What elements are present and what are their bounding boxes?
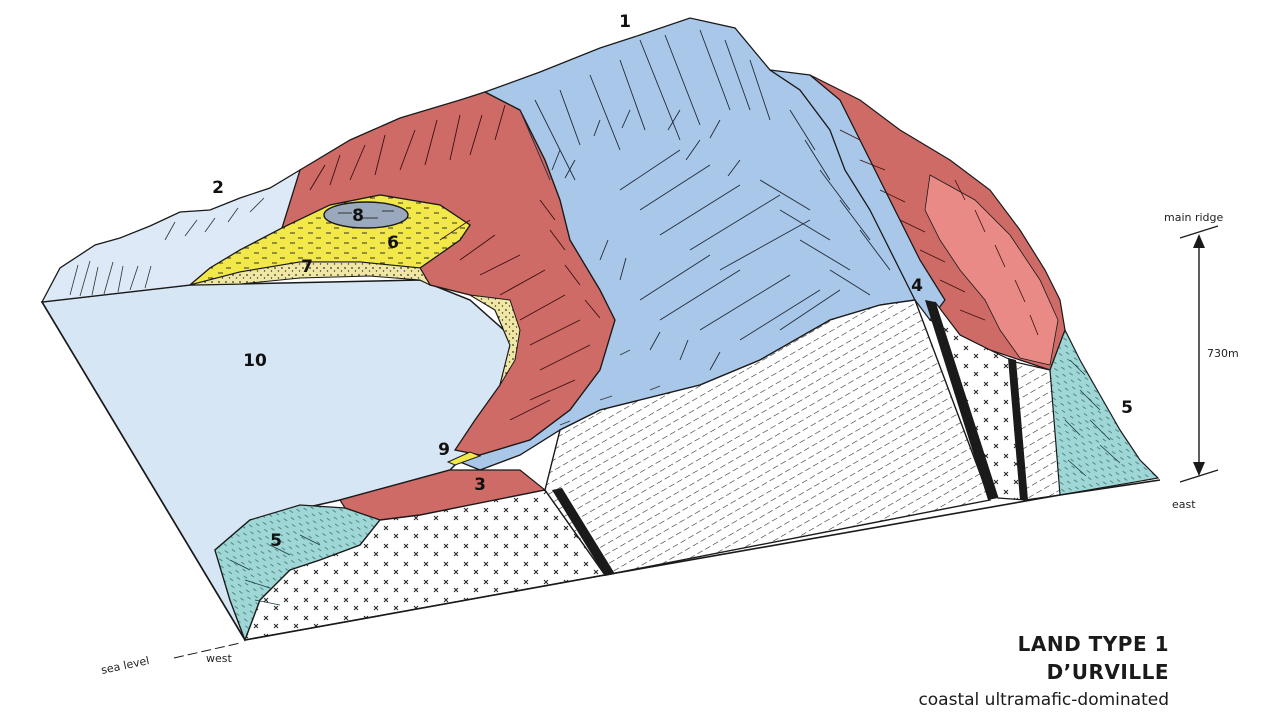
zone-label-4: 4 [911,276,923,296]
zone-label-7: 7 [301,257,313,277]
scale-height-label: 730m [1207,347,1239,360]
west-label: west [206,652,232,665]
zone-label-5-east: 5 [1121,398,1133,418]
zone-label-2: 2 [212,178,224,198]
title-line-2: D’URVILLE [1047,660,1169,684]
scale-east-label: east [1172,498,1196,511]
zone-label-8: 8 [352,206,364,226]
zone-label-3: 3 [474,475,486,495]
title-subtitle: coastal ultramafic-dominated [918,690,1169,710]
scale-top-label: main ridge [1164,211,1224,224]
zone-label-10: 10 [243,351,267,371]
zone-label-6: 6 [387,233,399,253]
title-line-1: LAND TYPE 1 [1018,632,1169,656]
tarn [324,202,408,228]
teal-zone-east [1045,330,1158,495]
zone-label-5-west: 5 [270,531,282,551]
sea-level-label: sea level [100,654,151,677]
zone-label-1: 1 [619,12,631,32]
zone-label-9: 9 [438,440,450,460]
